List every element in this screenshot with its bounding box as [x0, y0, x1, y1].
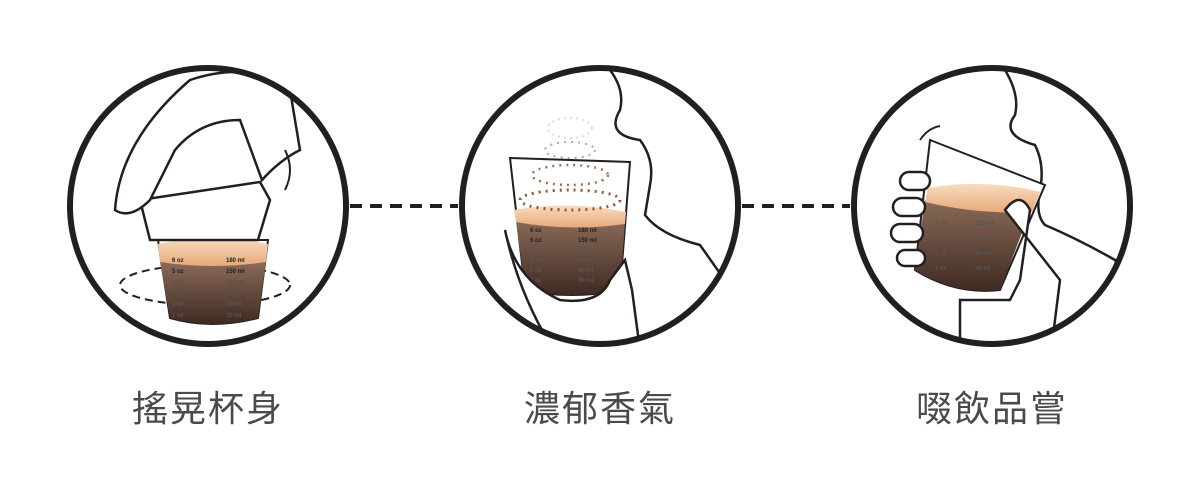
hand-icon: [138, 180, 272, 242]
svg-text:3 oz: 3 oz: [935, 236, 947, 242]
svg-text:30 ml: 30 ml: [975, 266, 991, 272]
swirl-motion-icon: [119, 264, 291, 306]
step-1-label: 搖晃杯身: [131, 389, 284, 430]
svg-text:6 oz: 6 oz: [530, 228, 542, 234]
hand-icon: [889, 170, 1062, 343]
svg-text:60 ml: 60 ml: [226, 302, 242, 308]
svg-text:90 ml: 90 ml: [578, 258, 594, 264]
cup-scale: 4 oz 120 ml 3 oz 90 ml 2 oz 60 ml 1 oz 30 ml: [935, 221, 994, 272]
step-3-illustration: 4 oz 120 ml 3 oz 90 ml 2 oz 60 ml 1 oz 30 ml: [889, 69, 1129, 343]
svg-text:6 oz: 6 oz: [172, 258, 184, 264]
svg-text:1 oz: 1 oz: [530, 278, 542, 284]
svg-text:5 oz: 5 oz: [172, 269, 184, 275]
cup-scale: 6 oz 180 ml 5 oz 150 ml 4 oz 120 ml 3 oz 90 …: [530, 228, 597, 284]
svg-text:2 oz: 2 oz: [935, 251, 947, 257]
step-1-circle: [67, 65, 349, 347]
svg-text:3 oz: 3 oz: [172, 291, 184, 297]
svg-text:180 ml: 180 ml: [226, 258, 245, 264]
svg-text:120 ml: 120 ml: [975, 221, 994, 227]
svg-text:30 ml: 30 ml: [578, 278, 594, 284]
svg-text:120 ml: 120 ml: [578, 248, 597, 254]
svg-text:5 oz: 5 oz: [530, 238, 542, 244]
svg-text:4 oz: 4 oz: [172, 280, 184, 286]
step-1-illustration: 6 oz 180 ml 5 oz 150 ml 4 oz 120 ml 3 oz 90 …: [113, 70, 302, 325]
svg-text:60 ml: 60 ml: [975, 251, 991, 257]
svg-text:2 oz: 2 oz: [530, 268, 542, 274]
hand-icon: [503, 229, 642, 343]
svg-text:150 ml: 150 ml: [578, 238, 597, 244]
svg-text:120 ml: 120 ml: [226, 280, 245, 286]
step-2-label: 濃郁香氣: [523, 389, 676, 430]
step-2-illustration: 6 oz 180 ml 5 oz 150 ml 4 oz 120 ml 3 oz 90 …: [503, 69, 737, 343]
svg-text:3 oz: 3 oz: [530, 258, 542, 264]
svg-text:30 ml: 30 ml: [226, 313, 242, 319]
step-3-circle: [851, 65, 1133, 347]
svg-text:60 ml: 60 ml: [578, 268, 594, 274]
svg-text:1 oz: 1 oz: [172, 313, 184, 319]
svg-text:1 oz: 1 oz: [935, 266, 947, 272]
aroma-dots-icon: [518, 117, 622, 212]
swirl-motion-icon: [919, 125, 941, 141]
svg-text:90 ml: 90 ml: [975, 236, 991, 242]
svg-text:90 ml: 90 ml: [226, 291, 242, 297]
step-3-label: 啜飲品嘗: [915, 389, 1068, 430]
svg-text:2 oz: 2 oz: [172, 302, 184, 308]
svg-text:4 oz: 4 oz: [935, 221, 947, 227]
cup-scale: 6 oz 180 ml 5 oz 150 ml 4 oz 120 ml 3 oz 90 …: [172, 258, 245, 319]
step-2-circle: [459, 65, 741, 347]
svg-text:180 ml: 180 ml: [578, 228, 597, 234]
svg-text:4 oz: 4 oz: [530, 248, 542, 254]
svg-text:150 ml: 150 ml: [226, 269, 245, 275]
